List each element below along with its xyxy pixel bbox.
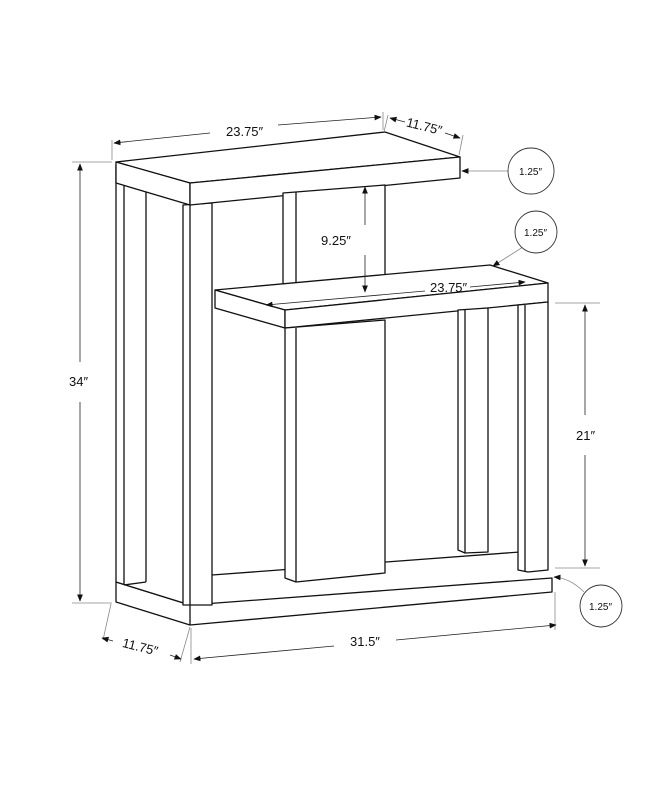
label-upper-opening: 9.25″	[321, 233, 351, 248]
label-base-depth: 11.75″	[121, 635, 160, 658]
callout-base-thickness: 1.25″	[553, 574, 623, 628]
label-base-width: 31.5″	[350, 634, 380, 649]
label-overall-height: 34″	[69, 374, 88, 389]
lower-divider	[284, 319, 386, 583]
label-top-width: 23.75″	[226, 124, 264, 139]
dim-overall-height: 34″	[69, 161, 112, 604]
table-drawing	[115, 131, 553, 626]
label-lower-opening: 21″	[576, 428, 595, 443]
label-top-depth: 11.75″	[405, 115, 444, 138]
dim-middle-width: 23.75″	[265, 279, 526, 308]
callout-middle-thickness: 1.25″	[492, 210, 558, 267]
label-base-thickness: 1.25″	[589, 602, 612, 613]
label-middle-thickness: 1.25″	[524, 228, 547, 239]
dim-upper-opening: 9.25″	[321, 186, 368, 293]
dim-base-width: 31.5″	[190, 592, 557, 664]
dim-lower-opening: 21″	[555, 302, 600, 569]
left-front-leg	[182, 202, 213, 606]
label-top-thickness: 1.25″	[519, 167, 542, 178]
top-shelf-side	[189, 156, 461, 206]
left-end-panel-back	[115, 164, 191, 606]
right-front-post	[517, 301, 549, 573]
dim-top-width: 23.75″	[111, 112, 384, 160]
right-back-post	[457, 307, 489, 554]
label-middle-width: 23.75″	[430, 280, 468, 295]
callout-top-thickness: 1.25″	[461, 147, 555, 195]
